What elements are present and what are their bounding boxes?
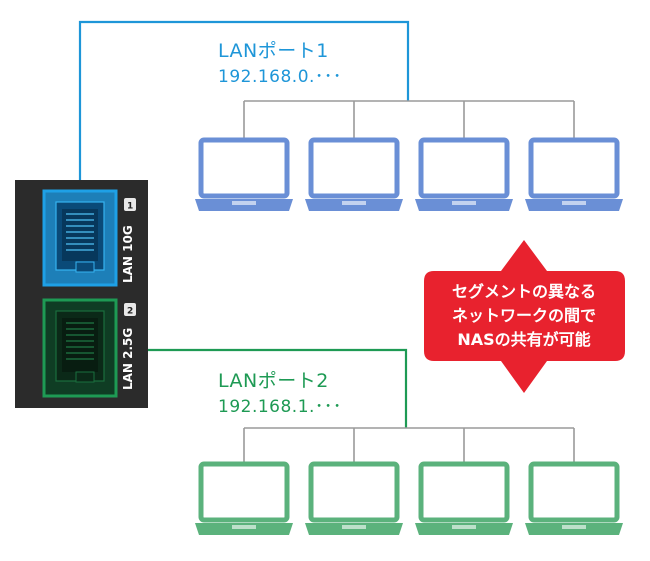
network1-laptop-4: [525, 137, 623, 211]
callout-line-2: ネットワークの間で: [452, 306, 596, 325]
callout-line-1: セグメントの異なる: [452, 282, 596, 301]
port2-network-ip: 192.168.1.･･･: [218, 397, 342, 417]
port2-badge-text: 2: [127, 307, 133, 317]
port1-badge: [124, 198, 136, 211]
port1-badge-text: 1: [127, 202, 133, 212]
network1-cabling: [78, 20, 575, 196]
network1-laptop-2: [305, 137, 403, 211]
network2-laptop-1: [195, 461, 293, 535]
port2-label: LAN 2.5G: [121, 328, 135, 390]
callout-shape: [424, 240, 625, 393]
port2-badge: [124, 303, 136, 316]
network2-laptops: [195, 461, 623, 535]
port1-network-ip: 192.168.0.･･･: [218, 67, 342, 87]
lan-port-1: [42, 189, 118, 287]
segment-callout: セグメントの異なる ネットワークの間で NASの共有が可能: [424, 240, 625, 393]
port1-uplink-cable: [78, 20, 410, 196]
port2-uplink-cable: [120, 348, 408, 428]
network2-laptop-4: [525, 461, 623, 535]
lan-port-2: [42, 298, 118, 398]
network1-laptops: [195, 137, 623, 211]
port1-network-title: LANポート1: [218, 40, 329, 62]
network2-laptop-3: [415, 461, 513, 535]
network2-cabling: [120, 348, 575, 462]
port1-label: LAN 10G: [121, 225, 135, 283]
nas-device: LAN 10G 1 LAN 2.5G 2: [15, 180, 148, 408]
network2-laptop-2: [305, 461, 403, 535]
port2-network-title: LANポート2: [218, 370, 329, 392]
network1-laptop-1: [195, 137, 293, 211]
callout-line-3: NASの共有が可能: [457, 330, 590, 349]
network1-laptop-3: [415, 137, 513, 211]
